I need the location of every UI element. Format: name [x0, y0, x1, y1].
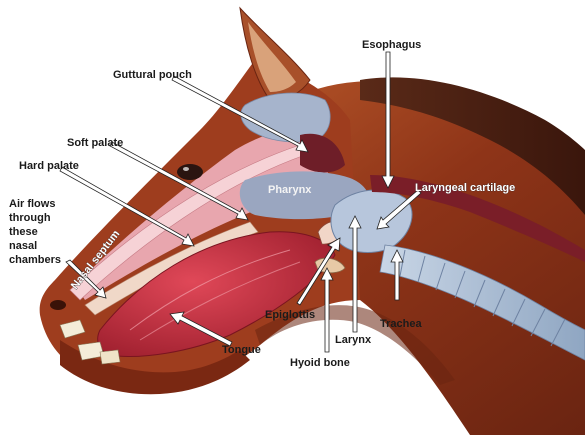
label-tongue: Tongue [222, 344, 261, 356]
label-laryngeal-cartilage: Laryngeal cartilage [415, 182, 515, 194]
svg-text:through: through [9, 212, 51, 224]
svg-text:chambers: chambers [9, 254, 61, 266]
label-larynx: Larynx [335, 334, 372, 346]
label-pointers [59, 51, 422, 353]
label-esophagus: Esophagus [362, 39, 421, 51]
label-hyoid-bone: Hyoid bone [290, 357, 350, 369]
teeth [59, 319, 121, 365]
horse-mane [360, 77, 585, 215]
label-air-flows: Air flows through these nasal chambers [9, 198, 61, 266]
trachea-rings [399, 249, 566, 347]
esophagus-structure [370, 175, 585, 262]
label-guttural-pouch: Guttural pouch [113, 69, 192, 81]
label-trachea: Trachea [380, 318, 422, 330]
label-hard-palate: Hard palate [19, 160, 79, 172]
label-soft-palate: Soft palate [67, 137, 123, 149]
svg-text:nasal: nasal [9, 240, 37, 252]
horse-eye [177, 164, 203, 180]
svg-text:Air flows: Air flows [9, 198, 55, 210]
lower-jaw [60, 340, 250, 395]
label-pharynx: Pharynx [268, 184, 312, 196]
svg-text:these: these [9, 226, 38, 238]
label-epiglottis: Epiglottis [265, 309, 315, 321]
nostril [50, 300, 66, 310]
